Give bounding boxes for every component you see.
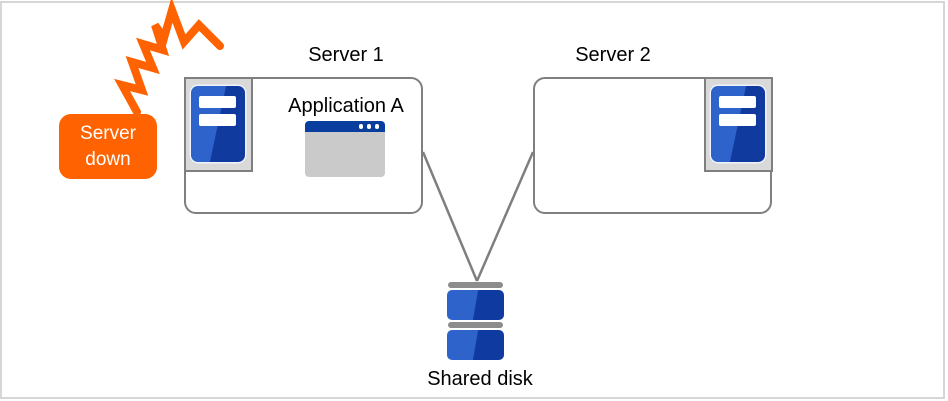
server-tower-icon xyxy=(711,86,765,162)
server-down-label: Server down xyxy=(80,122,136,170)
server2-icon-panel xyxy=(703,76,773,172)
disk-platter-bar xyxy=(448,322,503,328)
server-down-badge: Server down xyxy=(59,114,157,179)
tower-slot xyxy=(199,96,236,108)
explosion-icon xyxy=(114,0,224,116)
server2-label: Server 2 xyxy=(575,44,651,66)
disk-segment xyxy=(447,290,504,320)
tower-slot xyxy=(199,114,236,126)
server1-icon-panel xyxy=(183,76,253,172)
disk-segment xyxy=(447,330,504,360)
tower-slot xyxy=(719,114,756,126)
tower-slot xyxy=(719,96,756,108)
disk-platter-bar xyxy=(448,282,503,288)
connector-server2-disk xyxy=(475,151,535,282)
app-window-icon xyxy=(305,121,385,177)
app-window-titlebar xyxy=(305,121,385,132)
app-window-body xyxy=(305,132,385,177)
application-a-label: Application A xyxy=(288,95,404,117)
titlebar-dot xyxy=(374,124,379,129)
server1-label: Server 1 xyxy=(308,44,384,66)
titlebar-dot xyxy=(358,124,363,129)
server-tower-icon xyxy=(191,86,245,162)
shared-disk-icon xyxy=(447,282,505,360)
shared-disk-label: Shared disk xyxy=(427,368,533,390)
server2-box xyxy=(533,76,773,214)
titlebar-dot xyxy=(366,124,371,129)
connector-server1-disk xyxy=(421,151,479,282)
